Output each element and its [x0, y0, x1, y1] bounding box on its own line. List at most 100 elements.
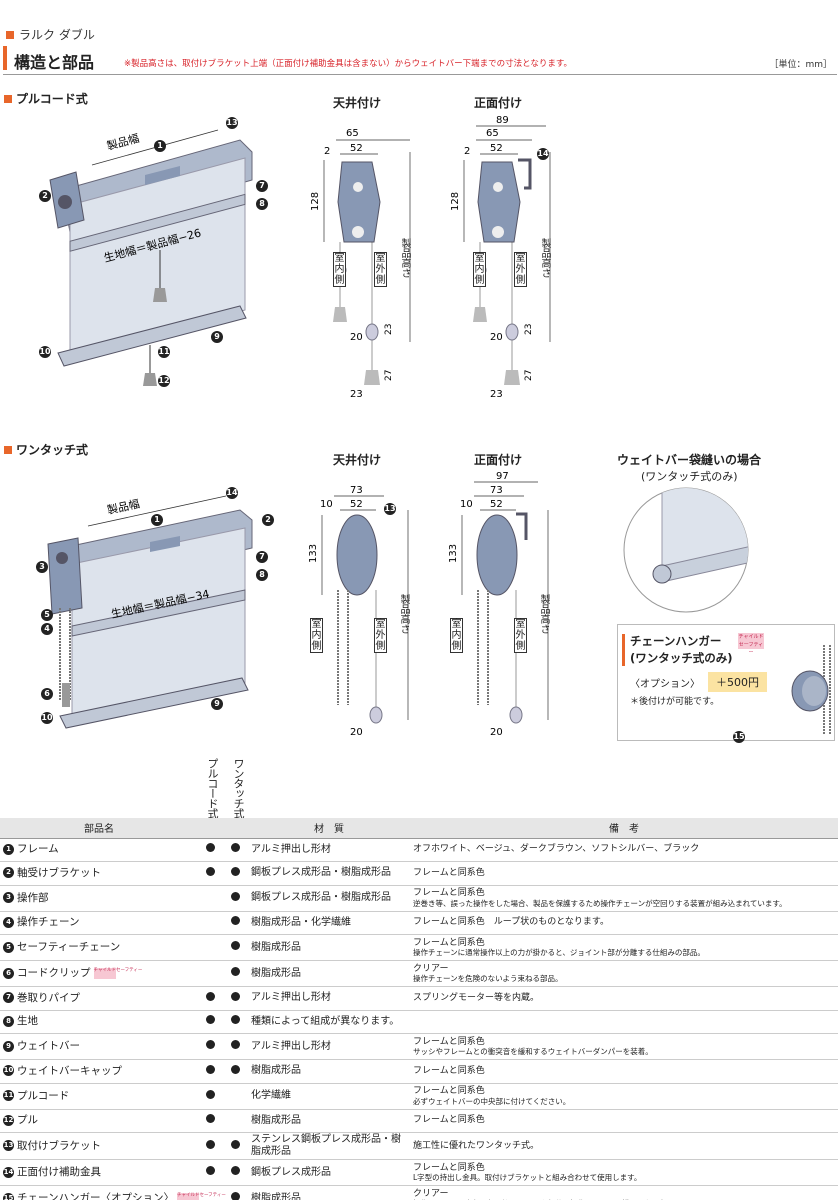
remark-line: フレームと同系色	[413, 1162, 485, 1173]
outdoor-label: 室外側	[374, 618, 387, 653]
part-name: 生地	[17, 1015, 38, 1028]
marker-3: 3	[36, 561, 48, 573]
dim-27: 27	[384, 370, 394, 381]
part-name: 軸受けブラケット	[17, 866, 101, 879]
section-marker	[4, 94, 12, 103]
pull-cell	[198, 1059, 222, 1084]
weight-pocket-illustration	[623, 487, 749, 613]
option-price: ＋500円	[708, 672, 767, 692]
pull-cell	[198, 1010, 222, 1034]
remark-line: クリアー	[413, 963, 449, 974]
marker-1: 1	[154, 140, 166, 152]
part-number: 4	[3, 916, 14, 928]
marker-1: 1	[151, 514, 163, 526]
remark-line: フレームと同系色	[413, 937, 485, 948]
height-label: 製品高さ	[399, 238, 410, 278]
indoor-label: 室内側	[473, 252, 486, 287]
dim-133: 133	[308, 544, 319, 563]
remark-detail: 操作チェーンを危険のないよう束ねる部品。	[413, 974, 563, 984]
part-number: 5	[3, 941, 14, 953]
material-cell: 樹脂成形品	[248, 960, 410, 987]
dim-128: 128	[310, 192, 321, 211]
remark-detail: 操作チェーンに通常操作以上の力が掛かると、ジョイント部が分離する仕組みの部品。	[413, 948, 705, 958]
pull-cell	[198, 838, 222, 862]
pull-cell	[198, 1109, 222, 1133]
label-plate-shape	[150, 536, 180, 552]
one-cell	[222, 1033, 248, 1060]
remark-line: フレームと同系色	[413, 1065, 485, 1076]
remark-detail: 逆巻き等、誤った操作をした場合、製品を保護するため操作チェーンが空回りする装置が…	[413, 898, 787, 908]
one-front-title: 正面付け	[474, 453, 523, 467]
remarks-cell	[410, 1010, 838, 1034]
marker-6: 6	[41, 688, 53, 700]
part-number: 8	[3, 1015, 14, 1027]
part-name: 操作チェーン	[17, 916, 80, 929]
indoor-pull-shape	[473, 307, 487, 322]
part-number: 9	[3, 1040, 14, 1052]
dim-73: 73	[490, 485, 503, 496]
pull-knob-shape	[153, 288, 167, 302]
control-hub-shape	[56, 552, 68, 564]
marker-7: 7	[256, 551, 268, 563]
remark-line: フレームと同系色	[413, 1115, 485, 1126]
dim-20: 20	[490, 332, 503, 343]
material-cell: ステンレス鋼板プレス成形品・樹脂成形品	[248, 1132, 410, 1160]
pull-front-diagram: 89 65 52 2 128 20 23 27 23	[450, 115, 551, 400]
remark-detail: サッシやフレームとの衝突音を緩和するウェイトバーダンパーを装着。	[413, 1047, 653, 1057]
unit-label: ［単位：mm］	[769, 60, 832, 70]
dim-133: 133	[448, 544, 459, 563]
lower-pull-shape	[364, 370, 380, 385]
part-number: 10	[3, 1065, 14, 1077]
remarks-cell: フレームと同系色逆巻き等、誤った操作をした場合、製品を保護するため操作チェーンが…	[410, 885, 838, 912]
one-cell	[222, 1132, 248, 1160]
part-name: ウェイトバーキャップ	[17, 1064, 122, 1077]
marker-15: 15	[733, 731, 745, 743]
dim-89: 89	[496, 115, 509, 126]
weight-bar-shape	[59, 677, 249, 729]
bracket-hub-shape	[58, 195, 72, 209]
remark-line: フレームと同系色	[413, 1036, 485, 1047]
applicable-dot	[230, 916, 240, 926]
marker-5: 5	[41, 609, 53, 621]
bracket-hole-shape	[492, 226, 504, 238]
part-name: セーフティーチェーン	[17, 941, 121, 954]
section-one-label: ワンタッチ式	[16, 443, 89, 457]
material-cell: 樹脂成形品	[248, 1109, 410, 1133]
lower-pull-knob-shape	[143, 373, 157, 386]
width-dimension-line	[87, 495, 227, 527]
dim-52: 52	[490, 143, 503, 154]
child-safety-badge: チャイルドセーフティー	[93, 967, 142, 979]
one-cell	[222, 986, 248, 1011]
roll-bar-shape	[71, 589, 246, 637]
bracket-hole-shape	[353, 182, 363, 192]
material-cell: 樹脂成形品・化学繊維	[248, 911, 410, 935]
bracket-body-shape	[477, 161, 521, 243]
left-control-shape	[47, 537, 83, 615]
dim-27: 27	[524, 370, 534, 381]
brand-text: ラルク ダブル	[19, 28, 95, 42]
height-label: 製品高さ	[539, 238, 550, 278]
applicable-dot	[230, 1064, 240, 1074]
material-cell: 鋼板プレス成形品・樹脂成形品	[248, 861, 410, 886]
applicable-dot	[205, 843, 215, 853]
outdoor-label: 室外側	[514, 618, 527, 653]
dim-128: 128	[450, 192, 461, 211]
pull-cell	[198, 960, 222, 987]
indoor-pull-shape	[333, 307, 347, 322]
part-name: フレーム	[17, 843, 59, 856]
